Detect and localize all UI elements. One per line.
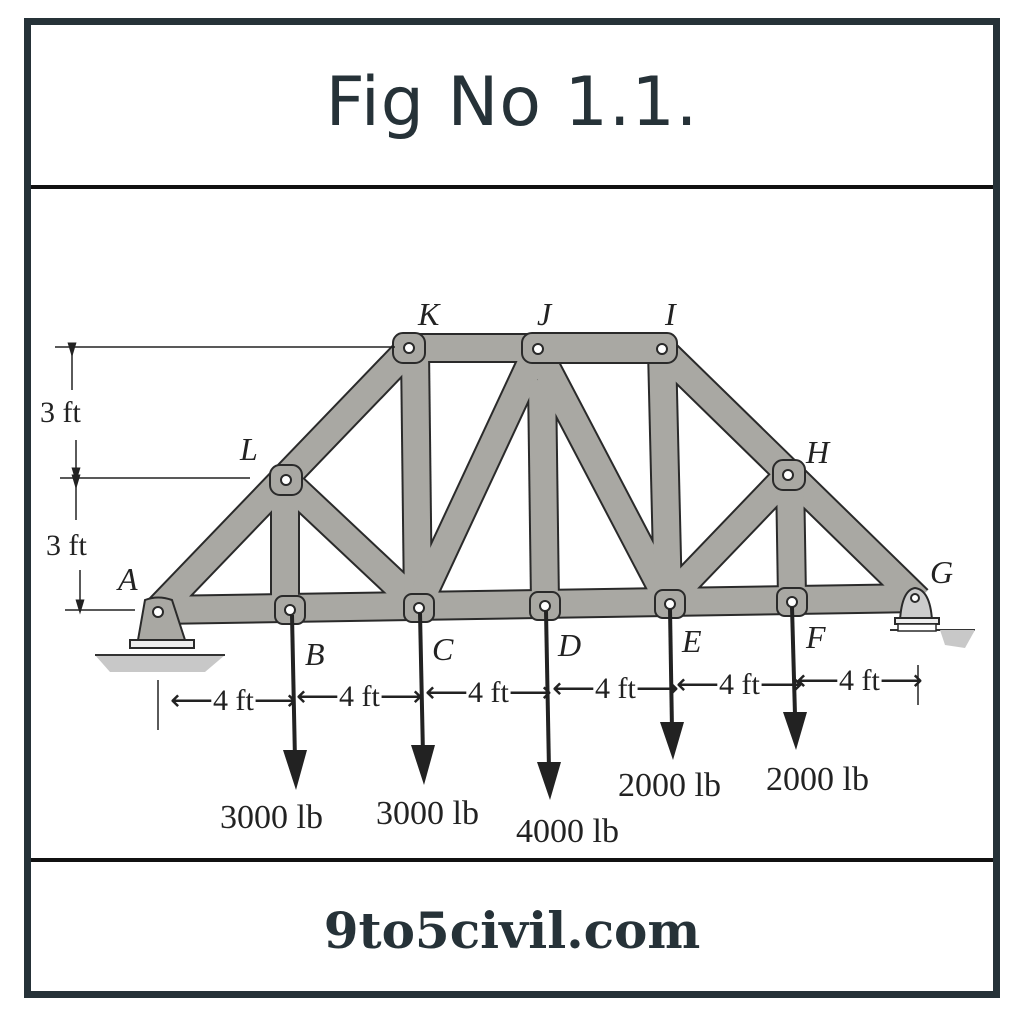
span-4: ⟵4 ft⟶ <box>552 672 679 705</box>
span-2: ⟵4 ft⟶ <box>296 680 423 713</box>
joint-A: A <box>116 561 138 597</box>
load-D-label: 4000 lb <box>516 813 619 850</box>
span-5: ⟵4 ft⟶ <box>676 668 803 701</box>
figure-title: Fig No 1.1. <box>325 63 699 142</box>
joint-D: D <box>557 627 581 663</box>
pin-support-A <box>129 596 195 649</box>
load-C-label: 3000 lb <box>376 795 479 832</box>
joint-G: G <box>930 554 953 590</box>
span-dimension-lines <box>157 665 919 730</box>
joint-H: H <box>805 434 831 470</box>
joint-L: L <box>239 431 258 467</box>
joint-E: E <box>681 623 702 659</box>
joint-F: F <box>805 619 826 655</box>
joint-J: J <box>537 296 553 332</box>
ground-right <box>890 629 975 648</box>
height-dimension <box>55 342 395 615</box>
span-3: ⟵4 ft⟶ <box>425 676 552 709</box>
pin-holes <box>280 342 798 616</box>
load-arrows <box>283 606 807 800</box>
span-1: ⟵4 ft⟶ <box>170 684 297 717</box>
span-6: ⟵4 ft⟶ <box>796 664 923 697</box>
joint-C: C <box>432 631 454 667</box>
bottom-divider <box>31 858 993 862</box>
load-B-label: 3000 lb <box>220 799 323 836</box>
height-lower: 3 ft <box>46 529 87 562</box>
joint-K: K <box>417 296 441 332</box>
top-divider <box>31 185 993 189</box>
load-F-label: 2000 lb <box>766 761 869 798</box>
height-upper: 3 ft <box>40 396 81 429</box>
joint-I: I <box>664 296 677 332</box>
joint-B: B <box>305 636 325 672</box>
ground-left <box>95 654 225 672</box>
roller-support-G <box>894 586 940 632</box>
site-credit: 9to5civil.com <box>323 900 701 960</box>
load-E-label: 2000 lb <box>618 767 721 804</box>
